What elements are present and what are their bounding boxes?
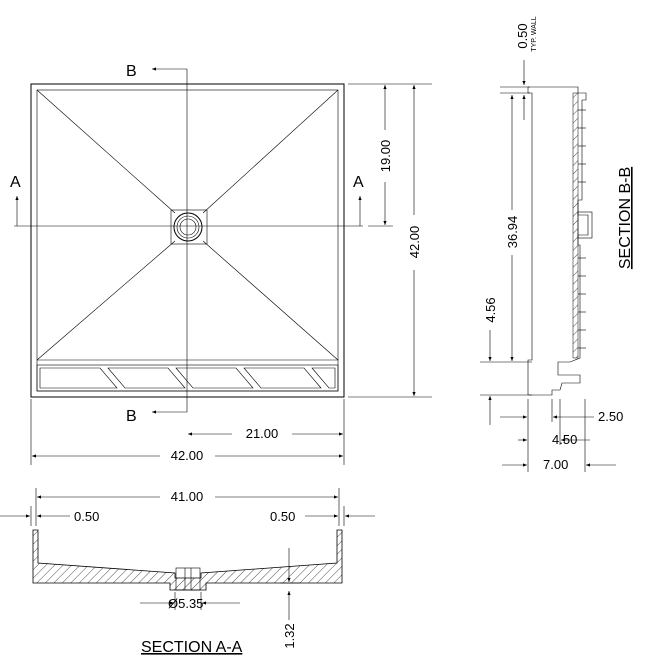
dim-drain-dia: Ø5.35 bbox=[168, 596, 203, 611]
slope-line bbox=[36, 89, 176, 214]
dim-wall-note: TYP. WALL bbox=[531, 16, 538, 52]
section-aa-title: SECTION A-A bbox=[141, 639, 243, 656]
plan-view: B B A A 21.00 42.00 19.00 42.00 bbox=[10, 63, 432, 465]
drain-ring bbox=[176, 215, 200, 239]
dim-inner-width: 41.00 bbox=[171, 489, 204, 504]
grate-segment bbox=[175, 367, 254, 389]
section-b-label-bottom: B bbox=[126, 408, 137, 425]
section-bb-hatch bbox=[572, 92, 579, 359]
dim-length: 42.00 bbox=[407, 226, 422, 259]
section-bb-ribs bbox=[577, 109, 593, 349]
dim-slope-run: 36.94 bbox=[505, 216, 520, 249]
dim-7-00: 7.00 bbox=[543, 457, 568, 472]
slope-line bbox=[36, 240, 176, 361]
dim-depth: 1.32 bbox=[282, 623, 297, 648]
dim-wall: 0.50 bbox=[515, 23, 530, 48]
dim-width: 42.00 bbox=[171, 448, 204, 463]
dim-2-50: 2.50 bbox=[598, 409, 623, 424]
section-bb: 0.50 TYP. WALL 36.94 4.56 2.50 4.50 7.00… bbox=[480, 16, 634, 472]
threshold-grates bbox=[39, 367, 336, 389]
dim-right-wall: 0.50 bbox=[270, 509, 295, 524]
drain-outer bbox=[173, 212, 203, 242]
grate-segment bbox=[311, 367, 336, 389]
section-a-label-right: A bbox=[353, 174, 364, 191]
section-aa: 41.00 0.50 0.50 Ø5.35 1.32 SECTION A-A bbox=[0, 488, 375, 656]
grate-segment bbox=[39, 367, 118, 389]
drain-body-section bbox=[175, 567, 201, 591]
dim-half-width: 21.00 bbox=[246, 426, 279, 441]
grate-segment bbox=[107, 367, 186, 389]
section-aa-profile bbox=[32, 529, 343, 591]
dim-drain-offset: 19.00 bbox=[378, 140, 393, 173]
section-a-label-left: A bbox=[10, 174, 21, 191]
section-bb-outline bbox=[527, 86, 589, 396]
section-b-label-top: B bbox=[126, 63, 137, 80]
slope-line bbox=[202, 240, 339, 361]
drain-flange bbox=[170, 209, 208, 245]
base-outline bbox=[30, 83, 345, 398]
dim-threshold: 4.56 bbox=[483, 297, 498, 322]
grate-segment bbox=[243, 367, 322, 389]
threshold-panel bbox=[36, 364, 339, 392]
drain-grate-icon bbox=[179, 218, 197, 236]
dim-4-50: 4.50 bbox=[552, 432, 577, 447]
dim-left-wall: 0.50 bbox=[74, 509, 99, 524]
section-bb-title: SECTION B-B bbox=[617, 167, 634, 269]
slope-line bbox=[202, 89, 339, 214]
